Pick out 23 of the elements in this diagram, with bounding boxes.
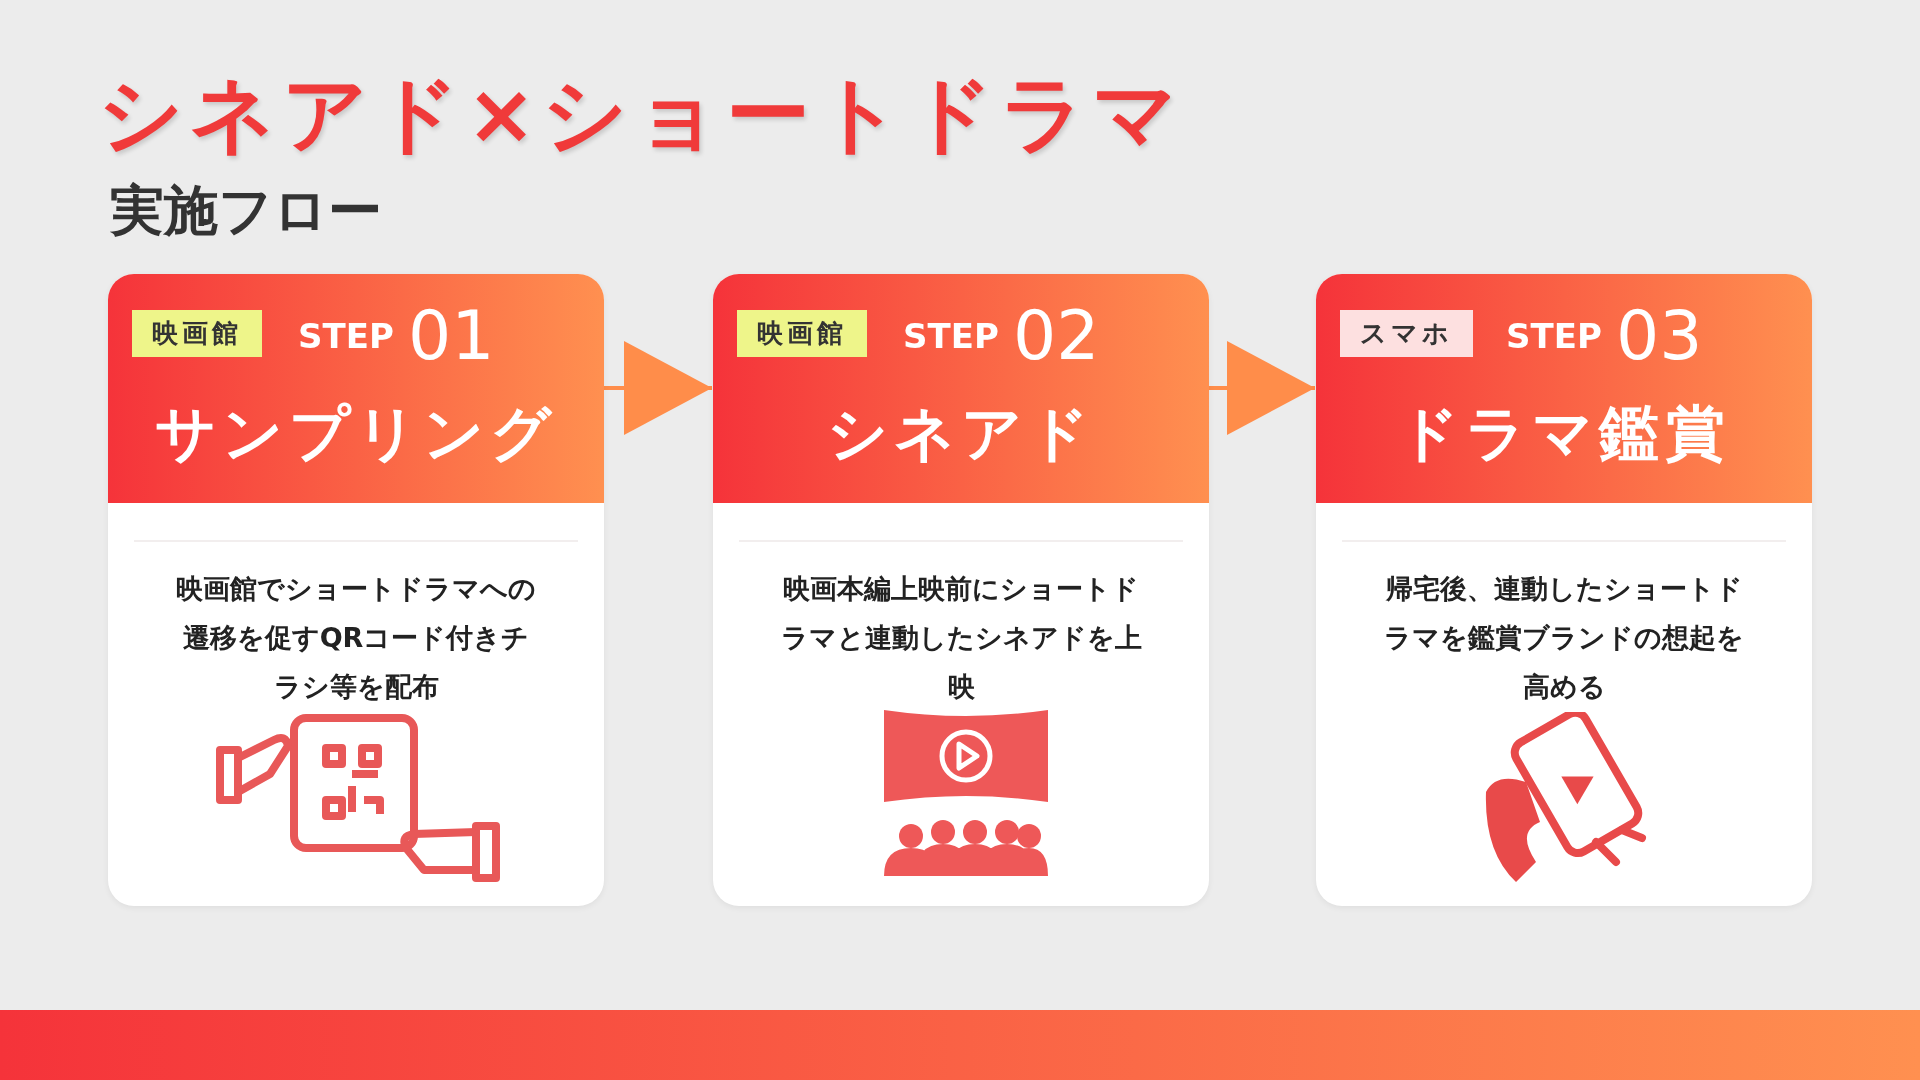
location-tag: 映画館: [132, 310, 262, 357]
step-number: 01: [408, 296, 495, 375]
title: シネアド×ショートドラマ: [98, 64, 1185, 165]
step-number: 03: [1616, 296, 1703, 375]
location-tag: スマホ: [1340, 310, 1473, 357]
step-number: 02: [1013, 296, 1100, 375]
step-description: 映画館でショートドラマへの遷移を促すQRコード付きチラシ等を配布: [175, 572, 537, 704]
step-description: 映画本編上映前にショートドラマと連動したシネアドを上映: [779, 572, 1143, 704]
step-card: [108, 274, 604, 906]
subtitle: 実施フロー: [110, 178, 382, 244]
step-card: [713, 274, 1209, 906]
step-heading: ドラマ鑑賞: [1396, 397, 1732, 470]
step-heading: サンプリング: [154, 397, 558, 470]
step-card: [1316, 274, 1812, 906]
arrow: [1209, 341, 1315, 435]
step-label: STEP: [1506, 316, 1602, 356]
step-heading: シネアド: [826, 397, 1096, 470]
step-label: STEP: [298, 316, 394, 356]
step-description: 帰宅後、連動したショートドラマを鑑賞ブランドの想起を高める: [1383, 572, 1745, 704]
step-label: STEP: [903, 316, 999, 356]
arrow: [604, 341, 712, 435]
footer-bar: [0, 1010, 1920, 1080]
location-tag: 映画館: [737, 310, 867, 357]
